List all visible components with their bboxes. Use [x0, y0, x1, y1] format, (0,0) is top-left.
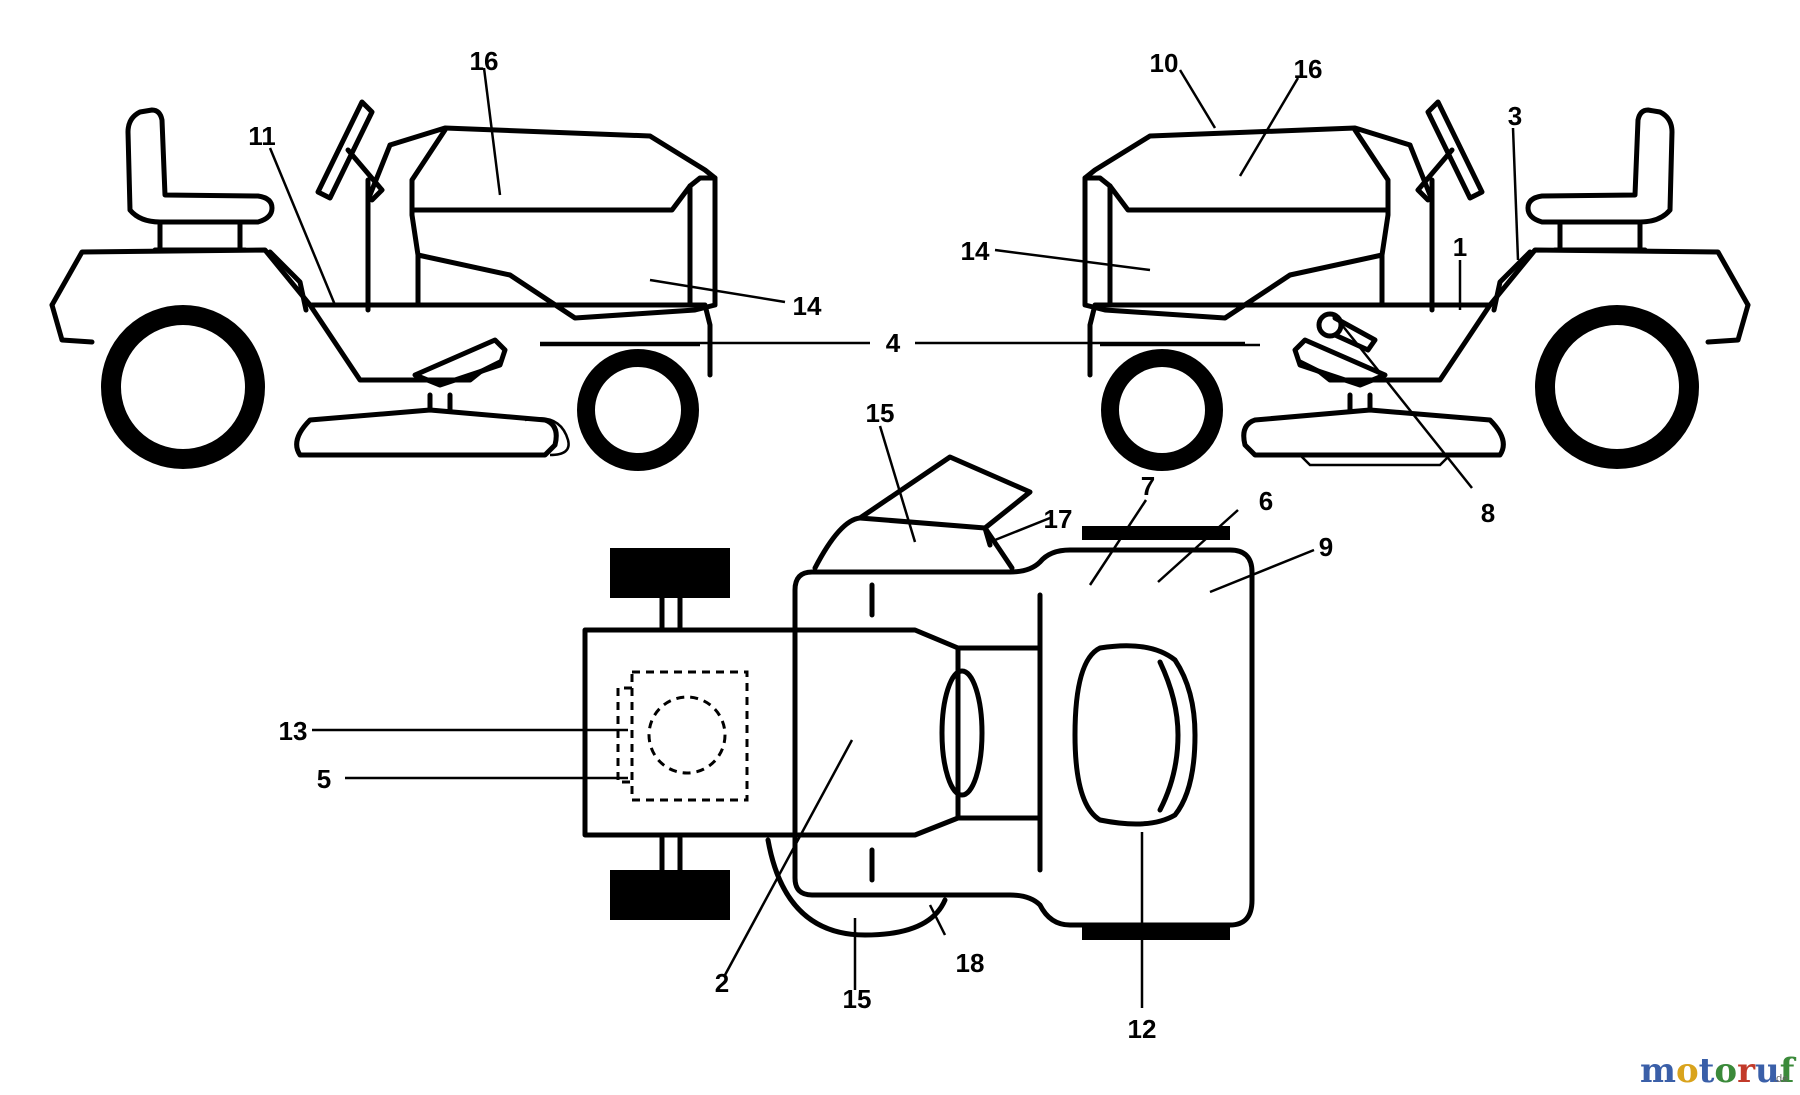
pedal-left [412, 337, 508, 388]
discharge-chute [857, 454, 1033, 548]
wm-letter-o2: o [1714, 1051, 1737, 1091]
callout-14-left: 14 [793, 291, 822, 321]
wm-letter-f: f [1780, 1051, 1797, 1091]
hood-right [1082, 125, 1413, 321]
mower-deck-top [792, 547, 1255, 928]
front-wheel-left [577, 349, 699, 471]
callout-14-right: 14 [961, 236, 990, 266]
callout-15-bottom: 15 [843, 984, 872, 1014]
mower-deck-left [294, 407, 559, 458]
callout-18: 18 [956, 948, 985, 978]
seat-body-top [582, 627, 961, 838]
dashed-circle [647, 695, 727, 775]
hood-top [1072, 643, 1198, 827]
seat-right [1525, 107, 1675, 225]
callout-9: 9 [1319, 532, 1333, 562]
callout-5: 5 [317, 764, 331, 794]
lever-knob-right [1316, 311, 1344, 339]
top-tire-front-lower [1082, 926, 1230, 940]
dashed-box [630, 670, 749, 802]
callout-10: 10 [1150, 48, 1179, 78]
rear-wheel-right [1535, 305, 1699, 469]
deck-dome-lower [765, 837, 948, 938]
leader-lines [268, 67, 1520, 1008]
watermark-logo: motoruf .de [1640, 1051, 1797, 1091]
callout-11: 11 [248, 121, 276, 151]
top-tire-front-upper [1082, 526, 1230, 540]
mower-deck-right [1241, 407, 1506, 458]
callout-numbers: 1 2 3 4 5 6 7 8 9 10 11 12 13 14 14 15 1… [248, 46, 1522, 1044]
tractor-top-view [582, 454, 1255, 940]
callout-13: 13 [279, 716, 308, 746]
callout-12: 12 [1128, 1014, 1157, 1044]
steering-wheel-top [939, 668, 985, 798]
front-wheel-right [1101, 349, 1223, 471]
svg-text:motoruf: motoruf [1640, 1051, 1797, 1091]
steering-wheel-right [1425, 99, 1485, 201]
pedal-right [1292, 337, 1388, 388]
wm-suffix: .de [1773, 1073, 1788, 1085]
callout-3: 3 [1508, 101, 1522, 131]
hood-left [387, 125, 718, 321]
callout-16-right: 16 [1294, 54, 1323, 84]
wm-letter-r: r [1737, 1051, 1756, 1091]
top-tire-rear-lower [610, 870, 730, 920]
wm-letter-u: u [1755, 1051, 1780, 1091]
callout-2: 2 [715, 968, 729, 998]
callout-4: 4 [886, 328, 901, 358]
rear-wheel-left [101, 305, 265, 469]
steering-wheel-left [315, 99, 375, 201]
tractor-right-side-view [1082, 99, 1751, 471]
top-tire-rear-upper [610, 548, 730, 598]
wm-letter-t: t [1699, 1051, 1715, 1091]
wm-letter-m: m [1640, 1051, 1676, 1091]
callout-17: 17 [1044, 504, 1073, 534]
callout-1: 1 [1453, 232, 1467, 262]
wm-letter-o1: o [1676, 1051, 1699, 1091]
callout-16-left: 16 [470, 46, 499, 76]
callout-6: 6 [1259, 486, 1273, 516]
callout-15-top: 15 [866, 398, 895, 428]
callout-7: 7 [1141, 471, 1155, 501]
seat-left [125, 107, 275, 225]
tractor-left-side-view [49, 99, 718, 471]
callout-8: 8 [1481, 498, 1495, 528]
